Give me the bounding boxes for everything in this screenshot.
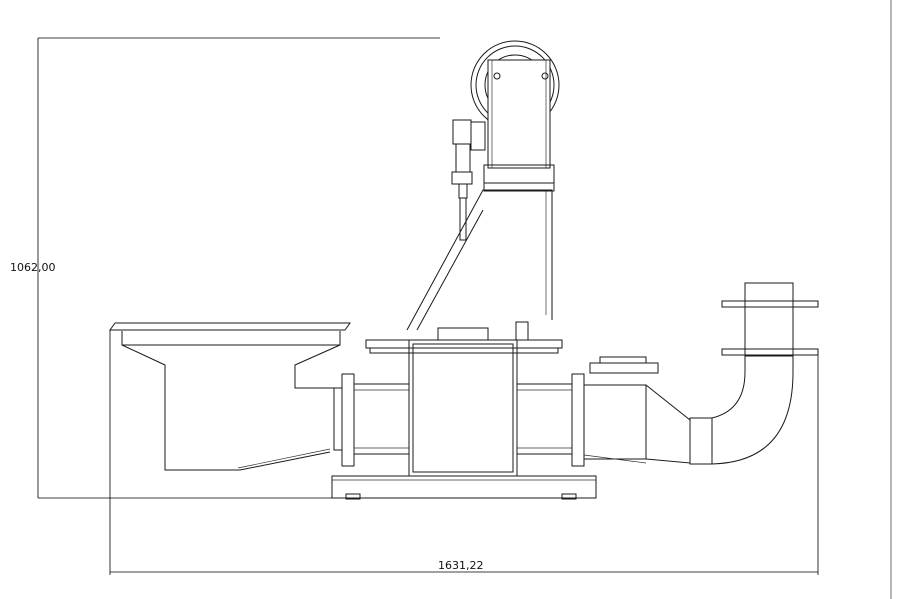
width-dimension-label: 1631,22 [438, 559, 484, 572]
height-dimension: 1062,00 [10, 37, 440, 499]
side-actuator [451, 119, 486, 241]
pump-body [365, 321, 563, 477]
motor-support [406, 182, 555, 331]
height-dimension-label: 1062,00 [10, 261, 56, 274]
base-plate [331, 475, 597, 500]
outlet-elbow [689, 282, 819, 465]
left-pipe-flange [333, 373, 410, 467]
width-dimension: 1631,22 [109, 330, 819, 575]
motor-pulley [470, 40, 560, 184]
right-pipe-flange [516, 356, 691, 467]
hopper [109, 322, 351, 471]
